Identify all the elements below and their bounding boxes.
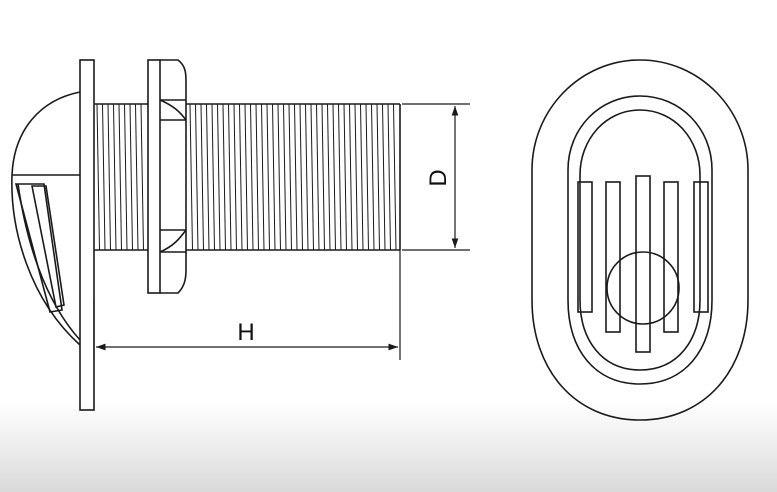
thread-line xyxy=(305,103,309,251)
thread-line xyxy=(283,103,287,251)
thread-line xyxy=(239,103,243,251)
inner-oval xyxy=(567,95,713,385)
height-label: H xyxy=(237,319,254,346)
dimension-d xyxy=(402,103,470,251)
thread-line xyxy=(288,103,292,251)
thread-line xyxy=(310,103,314,251)
thread-line xyxy=(349,103,353,251)
front-view xyxy=(531,59,749,421)
thread-line xyxy=(118,103,122,251)
thread-line xyxy=(228,103,232,251)
thread-line xyxy=(365,103,369,251)
thread-left xyxy=(96,103,144,251)
thread-line xyxy=(332,103,336,251)
thread-line xyxy=(376,103,380,251)
thread-line xyxy=(343,103,347,251)
thread-line xyxy=(360,103,364,251)
center-hole xyxy=(606,251,680,325)
thread-line xyxy=(129,103,133,251)
thread-line xyxy=(217,103,221,251)
thread-line xyxy=(316,103,320,251)
thread-line xyxy=(107,103,111,251)
thread-right xyxy=(189,103,397,251)
thread-line xyxy=(102,103,106,251)
thread-line xyxy=(261,103,265,251)
thread-line xyxy=(387,103,391,251)
thread-line xyxy=(272,103,276,251)
thread-line xyxy=(327,103,331,251)
thread-line xyxy=(195,103,199,251)
thread-line xyxy=(140,103,144,251)
thread-line xyxy=(277,103,281,251)
thread-line xyxy=(211,103,215,251)
thread-line xyxy=(222,103,226,251)
thread-line xyxy=(299,103,303,251)
thread-line xyxy=(96,103,100,251)
grille-slots xyxy=(577,175,709,353)
inner-ring xyxy=(579,109,701,371)
side-view xyxy=(11,59,401,411)
thread-line xyxy=(382,103,386,251)
strainer-dome xyxy=(11,91,81,346)
thread-line xyxy=(321,103,325,251)
thread-line xyxy=(338,103,342,251)
thread-line xyxy=(189,103,193,251)
outer-oval xyxy=(531,59,749,421)
thread-line xyxy=(200,103,204,251)
thread-line xyxy=(255,103,259,251)
footer-gradient xyxy=(0,400,777,492)
thread-line xyxy=(124,103,128,251)
thread-line xyxy=(206,103,210,251)
thread-line xyxy=(233,103,237,251)
thread-line xyxy=(393,103,397,251)
flange xyxy=(79,59,95,411)
hex-nut xyxy=(147,59,187,294)
thread-line xyxy=(371,103,375,251)
thread-line xyxy=(244,103,248,251)
thread-line xyxy=(250,103,254,251)
thread-line xyxy=(294,103,298,251)
thread-line xyxy=(266,103,270,251)
thread-line xyxy=(113,103,117,251)
thread-line xyxy=(354,103,358,251)
dimension-h xyxy=(93,250,401,360)
thread-line xyxy=(135,103,139,251)
diameter-label: D xyxy=(425,169,452,186)
